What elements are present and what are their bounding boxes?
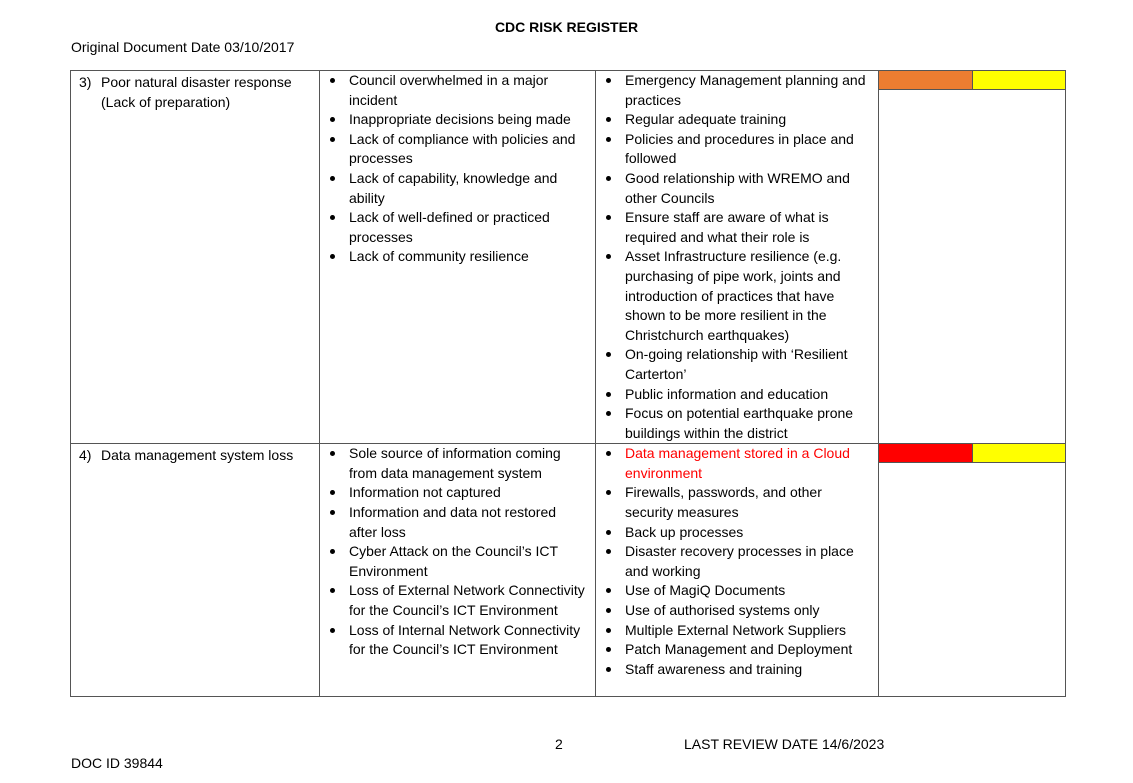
rating-swatch-consequence xyxy=(971,444,1065,463)
list-item: Sole source of information coming from d… xyxy=(320,444,595,483)
causes-cell: Sole source of information coming from d… xyxy=(319,443,596,698)
list-item: Use of authorised systems only xyxy=(596,601,878,621)
list-item: Regular adequate training xyxy=(596,110,878,130)
list-item: Use of MagiQ Documents xyxy=(596,581,878,601)
list-item: Loss of External Network Connectivity fo… xyxy=(320,581,595,620)
list-item: Good relationship with WREMO and other C… xyxy=(596,169,878,208)
rating-cell xyxy=(878,69,1066,445)
list-item: Lack of compliance with policies and pro… xyxy=(320,130,595,169)
causes-cell: Council overwhelmed in a major incident … xyxy=(319,69,596,445)
rating-cell xyxy=(878,443,1066,698)
list-item: Staff awareness and training xyxy=(596,660,878,680)
risk-name-cell: 3) Poor natural disaster response (Lack … xyxy=(70,69,320,445)
list-item: Lack of capability, knowledge and abilit… xyxy=(320,169,595,208)
risk-name-cell: 4) Data management system loss xyxy=(70,443,320,698)
list-item: Public information and education xyxy=(596,385,878,405)
page-number: 2 xyxy=(555,736,563,752)
list-item: Lack of well-defined or practiced proces… xyxy=(320,208,595,247)
table-row: 3) Poor natural disaster response (Lack … xyxy=(70,69,1066,445)
list-item: Cyber Attack on the Council’s ICT Enviro… xyxy=(320,542,595,581)
list-item: Ensure staff are aware of what is requir… xyxy=(596,208,878,247)
doc-id: DOC ID 39844 xyxy=(71,755,163,771)
list-item: Back up processes xyxy=(596,523,878,543)
list-item: Policies and procedures in place and fol… xyxy=(596,130,878,169)
rating-swatch-likelihood xyxy=(879,71,972,89)
list-item: Asset Infrastructure resilience (e.g. pu… xyxy=(596,247,878,345)
list-item: Loss of Internal Network Connectivity fo… xyxy=(320,621,595,660)
list-item: Multiple External Network Suppliers xyxy=(596,621,878,641)
controls-cell: Data management stored in a Cloud enviro… xyxy=(595,443,879,698)
list-item-highlighted: Data management stored in a Cloud enviro… xyxy=(596,444,878,483)
list-item: Focus on potential earthquake prone buil… xyxy=(596,404,878,443)
risk-register-table: 3) Poor natural disaster response (Lack … xyxy=(70,69,1066,698)
last-review-date: LAST REVIEW DATE 14/6/2023 xyxy=(684,736,885,752)
list-item: Patch Management and Deployment xyxy=(596,640,878,660)
list-item: Information not captured xyxy=(320,483,595,503)
list-item: Inappropriate decisions being made xyxy=(320,110,595,130)
list-item: Disaster recovery processes in place and… xyxy=(596,542,878,581)
risk-number: 4) xyxy=(79,447,92,464)
list-item: On-going relationship with ‘Resilient Ca… xyxy=(596,345,878,384)
risk-name: Poor natural disaster response (Lack of … xyxy=(101,74,292,110)
list-item: Information and data not restored after … xyxy=(320,503,595,542)
risk-number: 3) xyxy=(79,74,92,90)
document-title: CDC RISK REGISTER xyxy=(494,19,639,35)
risk-name: Data management system loss xyxy=(101,447,294,464)
rating-swatch-likelihood xyxy=(879,444,972,463)
table-row: 4) Data management system loss Sole sour… xyxy=(70,443,1066,698)
list-item: Emergency Management planning and practi… xyxy=(596,71,878,110)
controls-cell: Emergency Management planning and practi… xyxy=(595,69,879,445)
list-item: Firewalls, passwords, and other security… xyxy=(596,483,878,522)
original-document-date: Original Document Date 03/10/2017 xyxy=(71,39,295,55)
list-item: Lack of community resilience xyxy=(320,247,595,267)
list-item: Council overwhelmed in a major incident xyxy=(320,71,595,110)
rating-swatch-consequence xyxy=(971,71,1065,89)
